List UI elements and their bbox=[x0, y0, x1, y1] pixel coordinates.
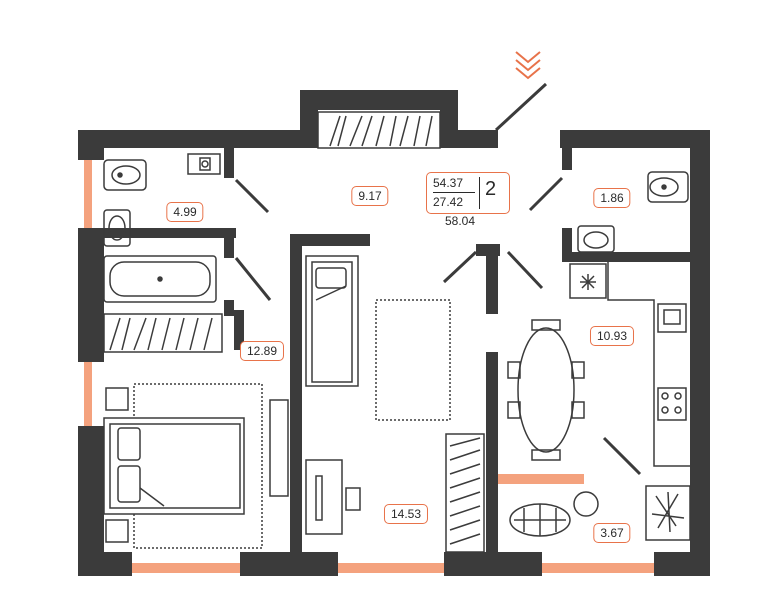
snowflake-icon bbox=[580, 274, 596, 290]
windows bbox=[84, 160, 654, 573]
summary-divider bbox=[479, 177, 480, 209]
sink-wc bbox=[577, 225, 615, 253]
wardrobe-top bbox=[317, 111, 441, 149]
room-area-balcony: 3.67 bbox=[593, 523, 631, 543]
kitchen-area-value: 27.42 bbox=[433, 195, 464, 209]
fraction-line bbox=[433, 192, 475, 193]
double-bed bbox=[103, 387, 289, 543]
apartment-summary: 54.37 27.42 2 bbox=[426, 172, 510, 214]
balcony-furniture bbox=[509, 485, 691, 541]
rooms-count: 2 bbox=[485, 178, 497, 200]
washing-machine bbox=[187, 153, 221, 175]
room-area-bedroom: 12.89 bbox=[239, 341, 285, 361]
total-area: 58.04 bbox=[445, 214, 476, 228]
toilet-wc bbox=[647, 171, 689, 203]
single-bed bbox=[305, 255, 359, 387]
wardrobe-left bbox=[103, 313, 223, 353]
walls bbox=[78, 90, 710, 576]
room-area-hallway: 9.17 bbox=[351, 186, 389, 206]
kitchen-counter bbox=[569, 262, 690, 467]
toilet-bath bbox=[103, 159, 147, 191]
wardrobe-living bbox=[445, 433, 485, 553]
room-area-living: 14.53 bbox=[383, 504, 429, 524]
rug-living bbox=[375, 299, 451, 421]
room-area-toilet: 1.86 bbox=[593, 188, 631, 208]
chevron-down-triple-icon bbox=[515, 51, 541, 80]
room-area-kitchen: 10.93 bbox=[589, 326, 635, 346]
bathtub bbox=[103, 255, 217, 303]
living-area-value: 54.37 bbox=[433, 176, 464, 190]
desk bbox=[305, 459, 361, 535]
doors bbox=[234, 82, 642, 476]
dining-table bbox=[507, 319, 585, 461]
room-area-bathroom: 4.99 bbox=[166, 202, 204, 222]
sink-bath bbox=[103, 209, 131, 247]
